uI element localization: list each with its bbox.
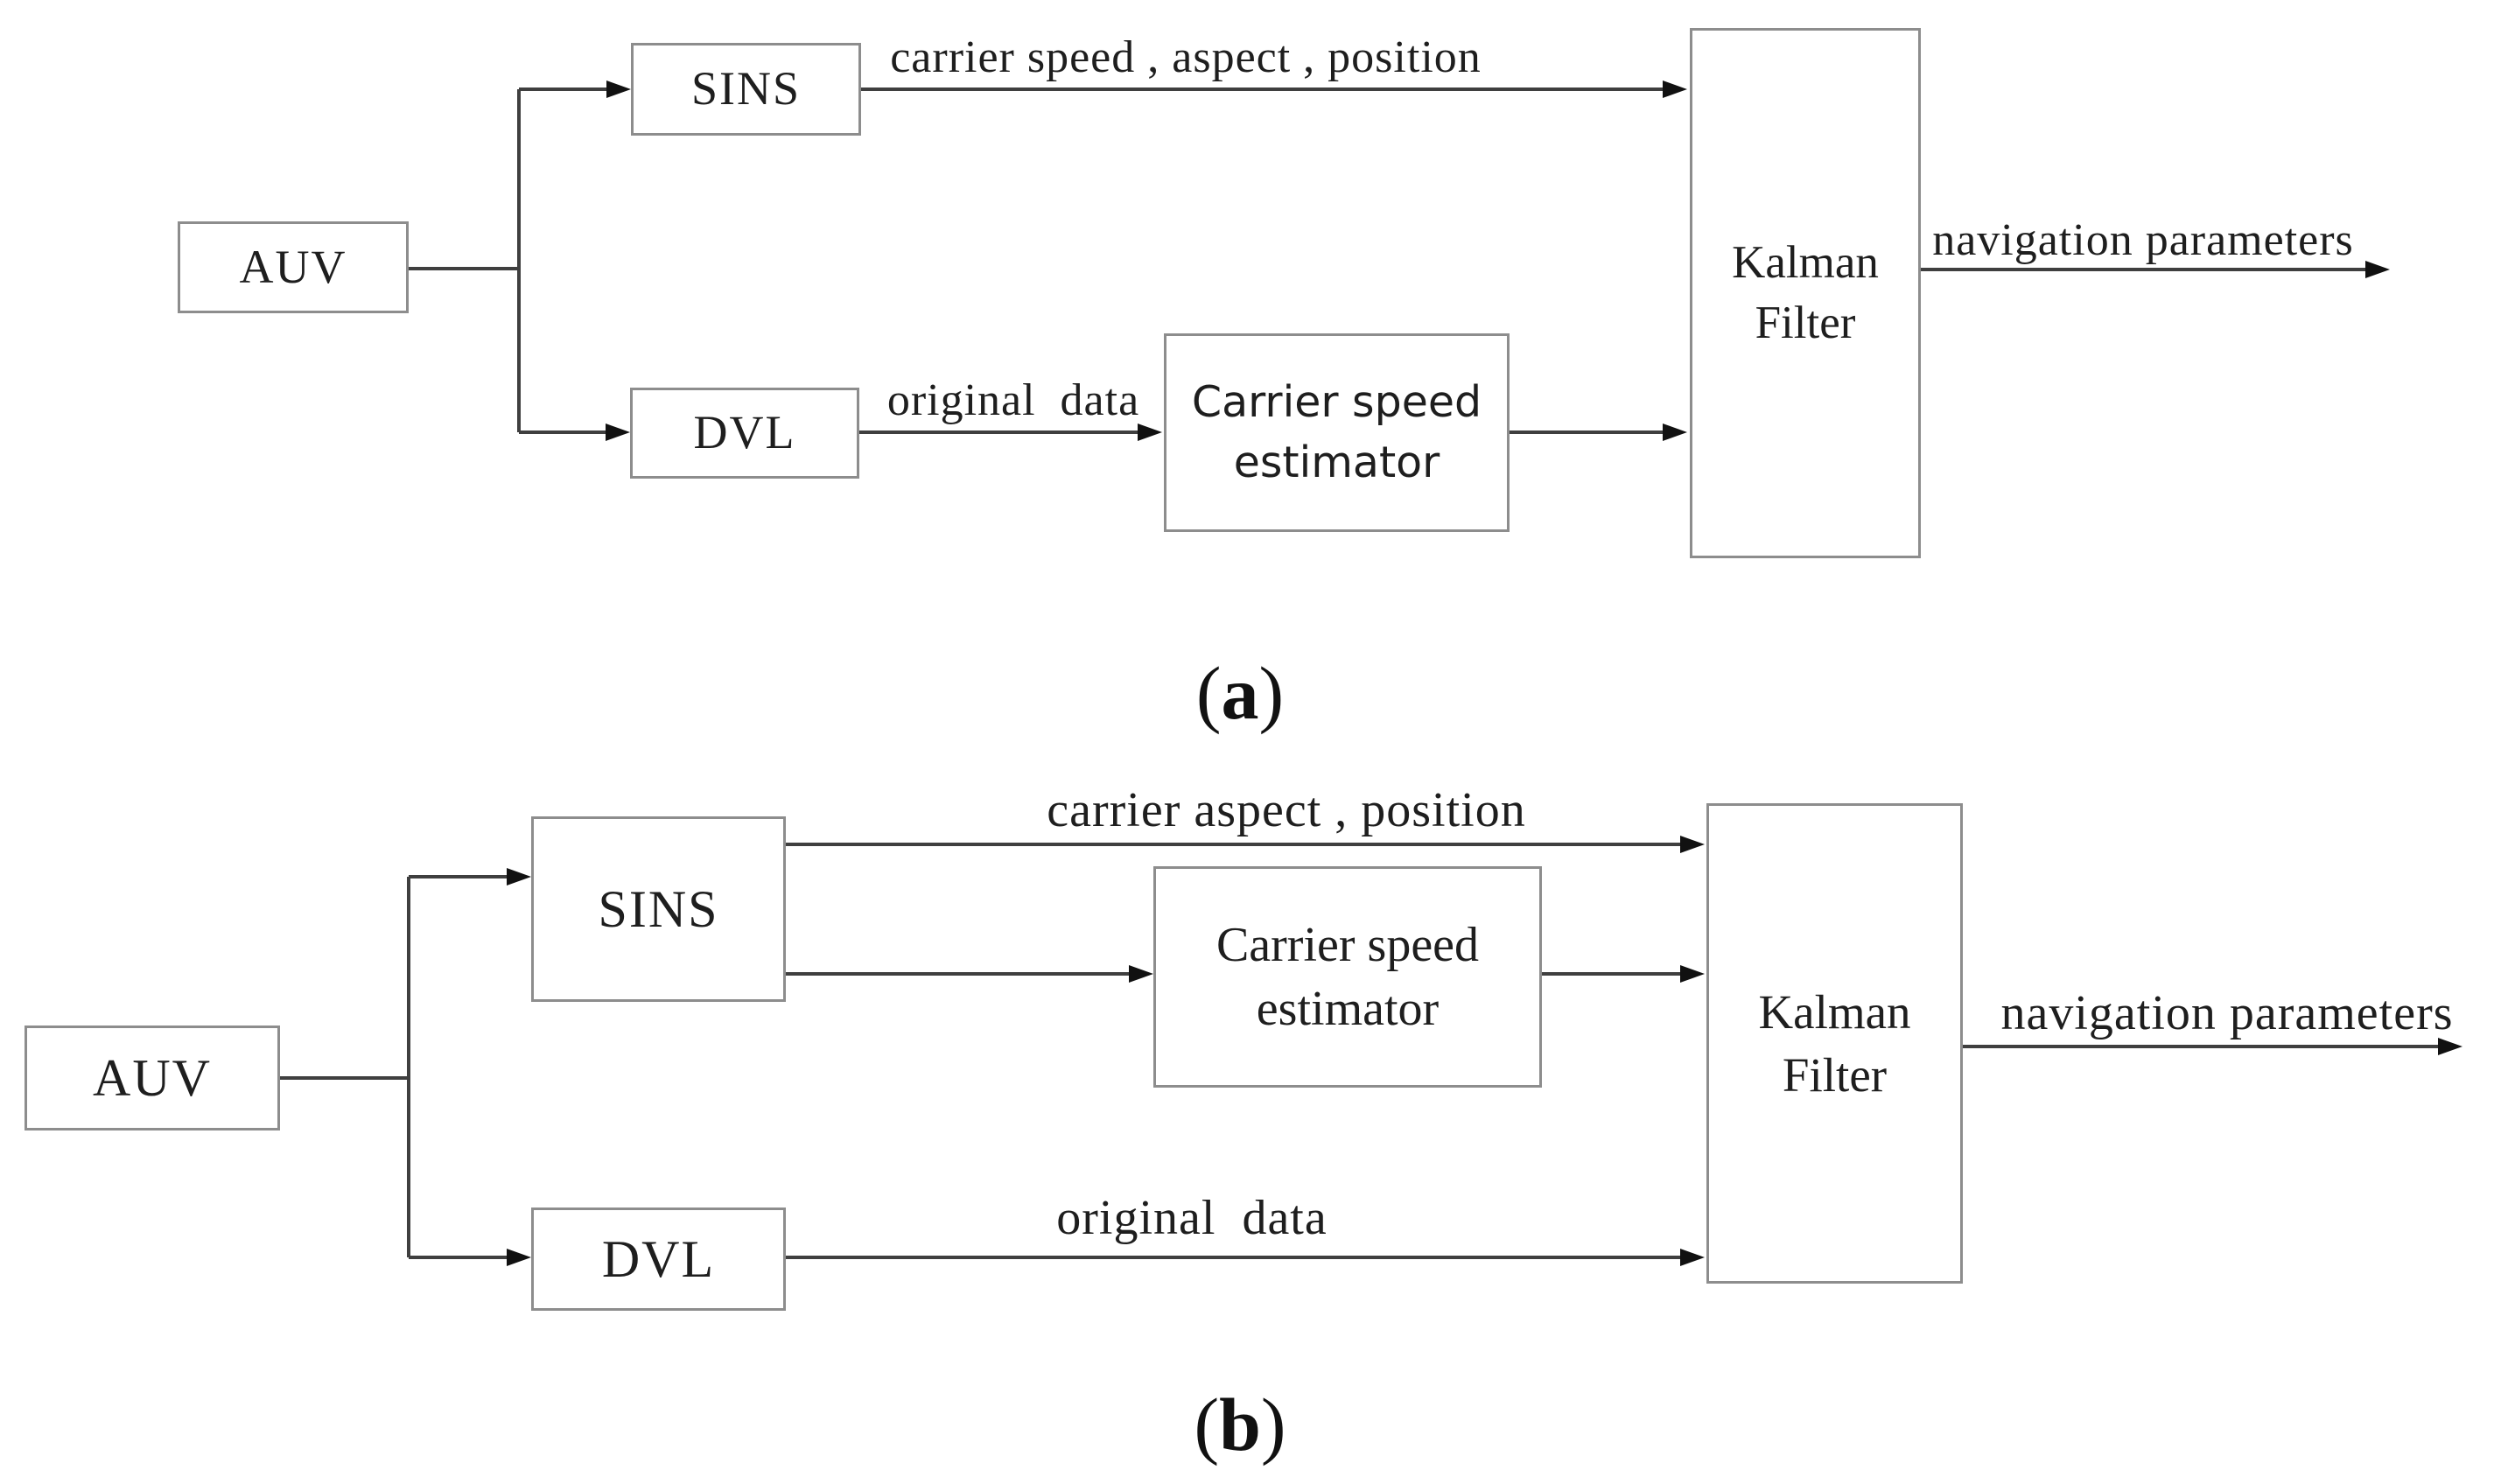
kalman-label-line2-b: Filter <box>1782 1047 1888 1102</box>
dvl-box-b: DVL <box>531 1208 786 1311</box>
caption-a: (a) <box>1196 649 1284 737</box>
edge-label-original-data-b: original data <box>1056 1191 1328 1245</box>
edge-label-carrier-aspect-position-b: carrier aspect , position <box>1047 783 1526 837</box>
caption-a-open-paren: ( <box>1195 651 1222 735</box>
carrier-speed-estimator-box-b: Carrier speed estimator <box>1153 866 1542 1088</box>
dvl-label-b: DVL <box>601 1229 716 1288</box>
caption-a-letter: a <box>1221 651 1259 735</box>
caption-b-close-paren: ) <box>1260 1382 1286 1466</box>
edge-label-navigation-parameters-b: navigation parameters <box>2000 986 2454 1040</box>
auv-label-b: AUV <box>93 1048 212 1107</box>
sins-label-b: SINS <box>598 879 719 938</box>
edge-label-original-data-a: original data <box>886 375 1140 425</box>
auv-box-a: AUV <box>178 221 409 313</box>
estimator-label-line1-b: Carrier speed <box>1215 917 1480 972</box>
kalman-label-line2-a: Filter <box>1755 298 1856 348</box>
kalman-label-line1-b: Kalman <box>1758 985 1911 1039</box>
estimator-label-line2-b: estimator <box>1256 981 1440 1036</box>
estimator-label-line2-a: estimator <box>1233 437 1440 487</box>
caption-a-close-paren: ) <box>1258 651 1285 735</box>
estimator-label-line1-a: Carrier speed <box>1191 376 1482 427</box>
auv-label-a: AUV <box>239 240 347 293</box>
sins-label-a: SINS <box>690 62 802 116</box>
kalman-label-line1-a: Kalman <box>1732 237 1879 289</box>
caption-b-open-paren: ( <box>1194 1382 1220 1466</box>
edge-label-navigation-parameters-a: navigation parameters <box>1932 215 2354 265</box>
caption-b: (b) <box>1194 1381 1286 1468</box>
edge-label-carrier-speed-aspect-position-a: carrier speed , aspect , position <box>890 32 1482 82</box>
carrier-speed-estimator-box-a: Carrier speed estimator <box>1164 333 1510 532</box>
dvl-label-a: DVL <box>693 406 796 459</box>
sins-box-a: SINS <box>631 43 861 136</box>
dvl-box-a: DVL <box>630 388 859 479</box>
sins-box-b: SINS <box>531 816 786 1002</box>
caption-b-letter: b <box>1219 1382 1261 1466</box>
kalman-filter-box-b: Kalman Filter <box>1706 803 1963 1284</box>
auv-box-b: AUV <box>25 1026 280 1130</box>
kalman-filter-box-a: Kalman Filter <box>1690 28 1921 558</box>
